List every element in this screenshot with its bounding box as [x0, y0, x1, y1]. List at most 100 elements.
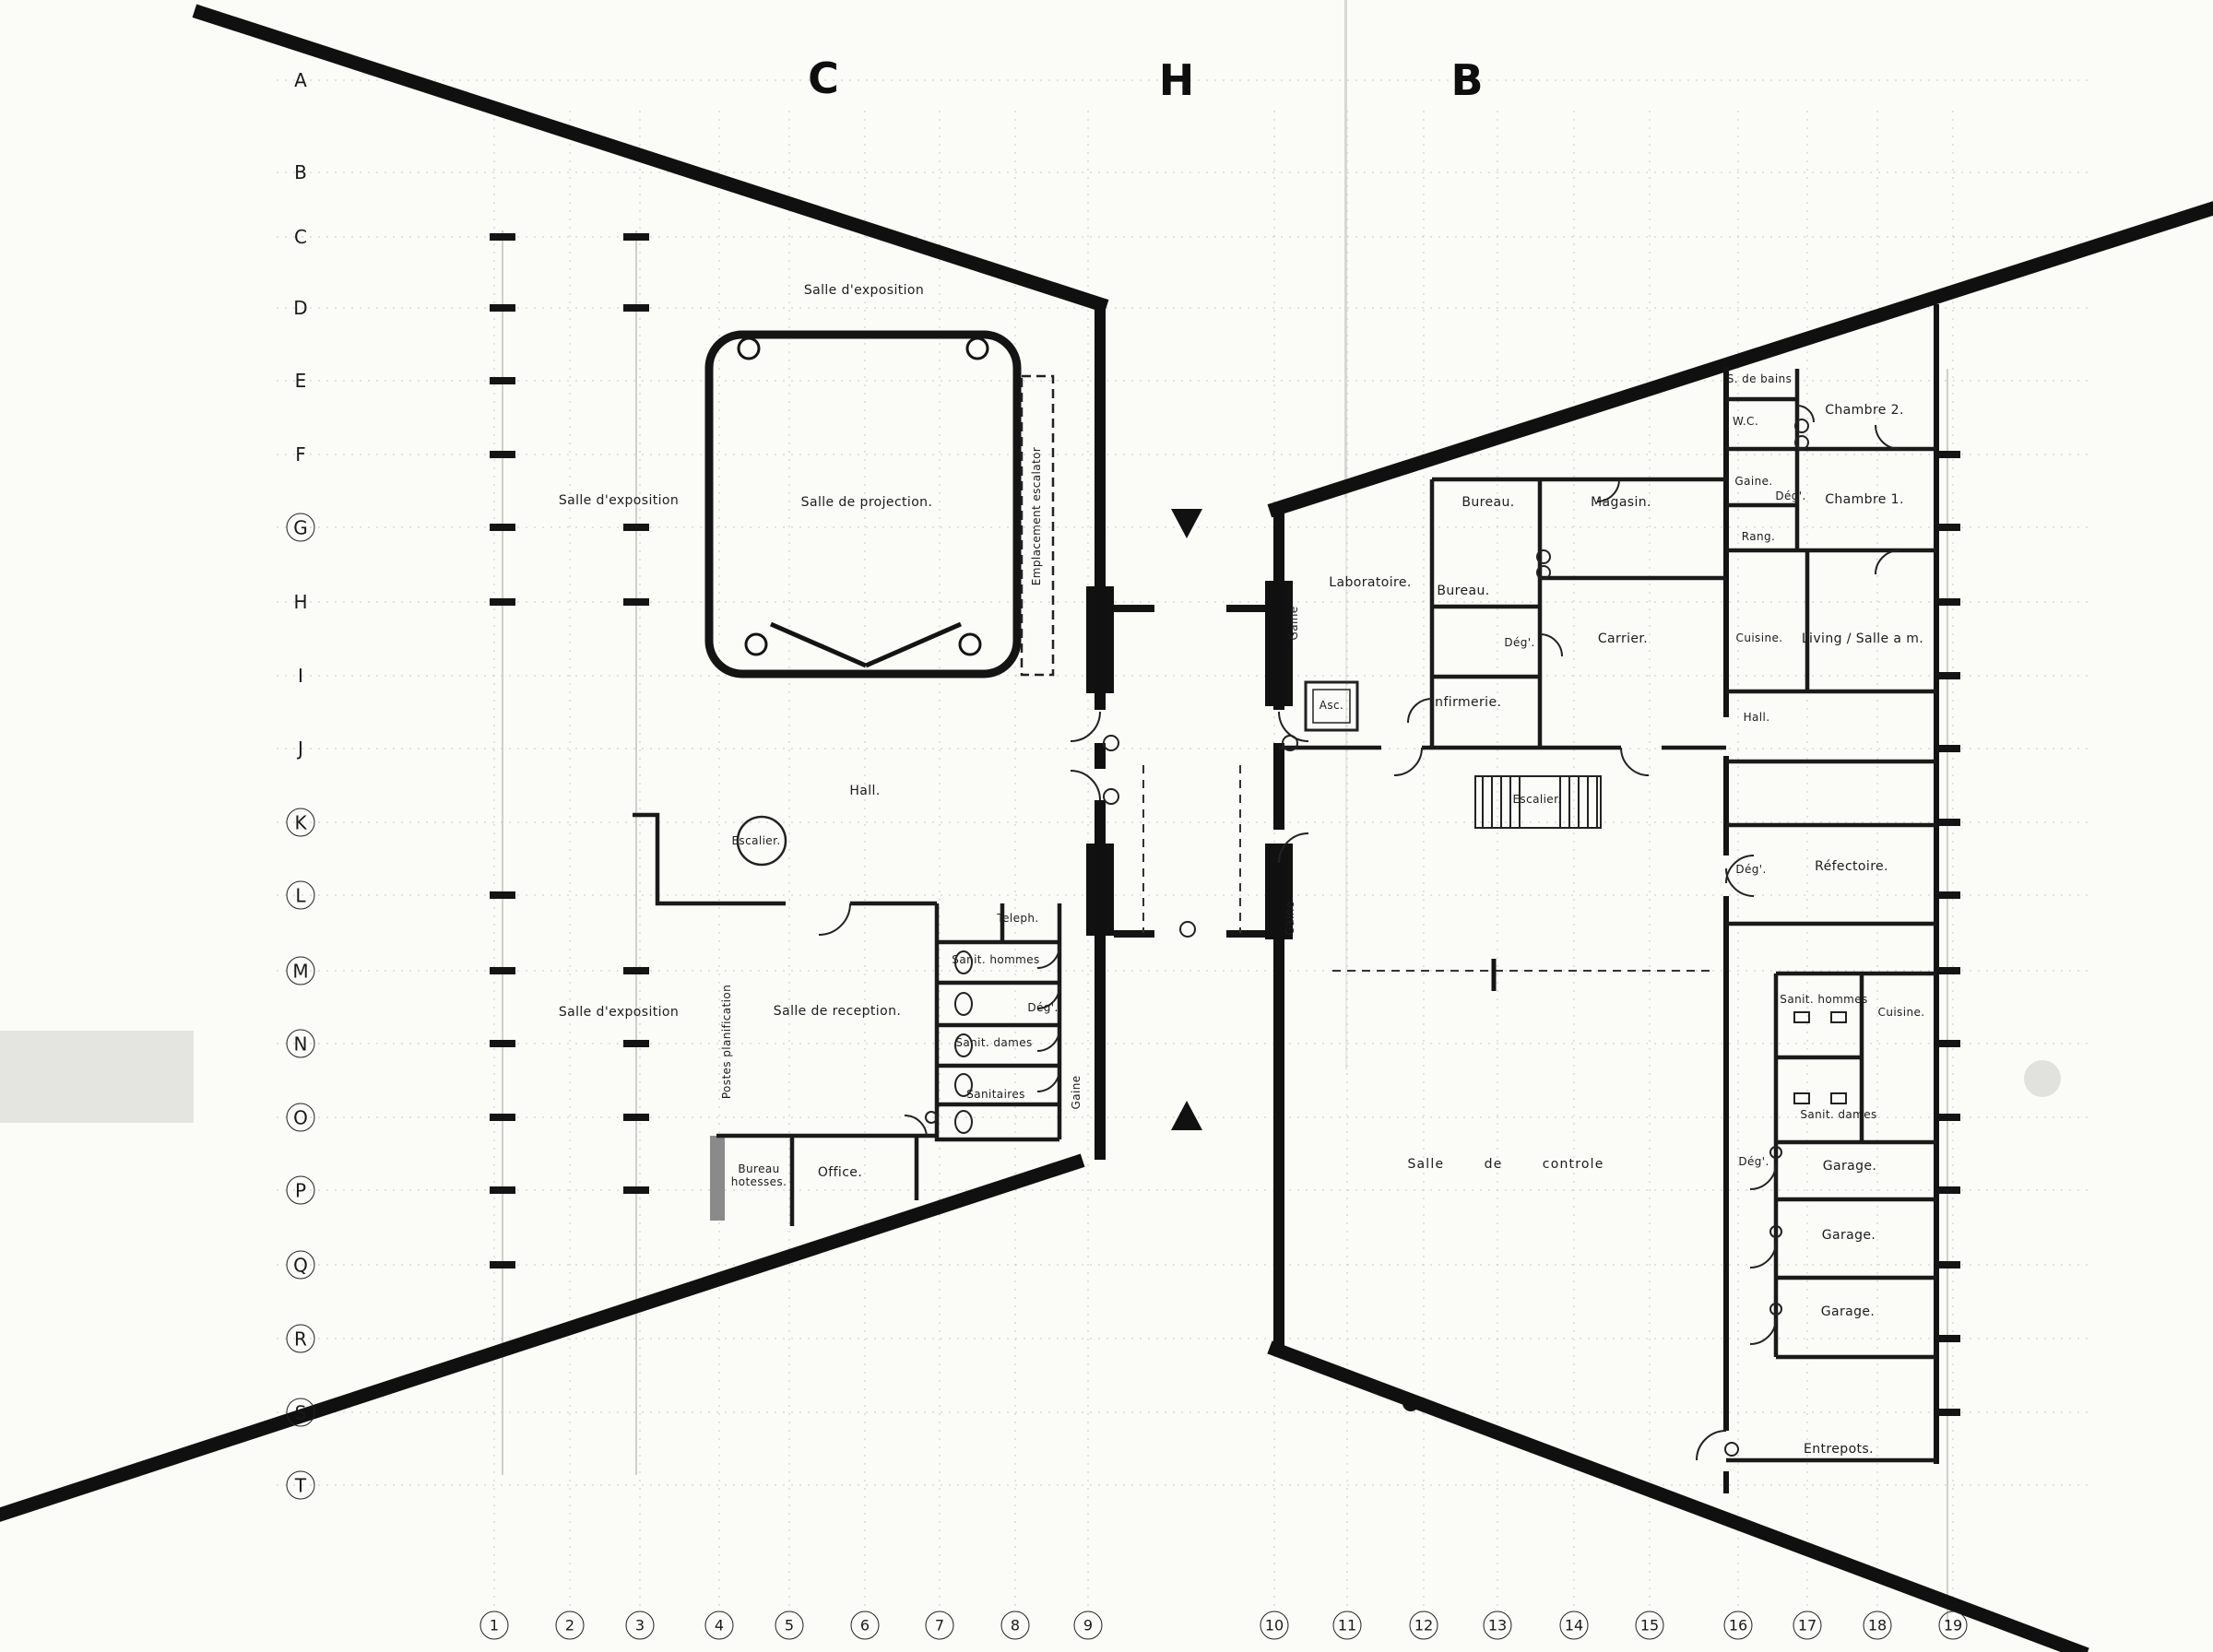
grid-column-number-circle: 10	[1260, 1611, 1289, 1640]
room-label: Emplacement escalator	[1030, 446, 1044, 586]
staircase-symbol	[1474, 775, 1602, 829]
grid-row-letter: E	[294, 370, 307, 392]
room-label: Garage.	[1821, 1227, 1876, 1243]
grid-row-letter: M	[286, 956, 315, 985]
projection-room	[704, 330, 1022, 678]
secondary-heavy-walls	[1723, 304, 1939, 1493]
room-label: Réfectoire.	[1815, 858, 1888, 874]
grid-row-letter-circle: Q	[286, 1250, 315, 1280]
room-label: Carrier.	[1597, 631, 1649, 646]
grid-column-number-circle: 4	[704, 1611, 734, 1640]
grid-row-letter: G	[286, 513, 315, 542]
dashed-lines	[1142, 765, 1712, 972]
grid-column-number: 4	[704, 1611, 734, 1640]
grid-row-letter: D	[293, 297, 308, 319]
grid-row-letter-circle: G	[286, 513, 315, 542]
room-label: Living / Salle a m.	[1801, 631, 1924, 646]
room-label: Magasin.	[1591, 494, 1651, 510]
grid-row-letter: H	[293, 591, 308, 613]
grid-row-letter: F	[295, 443, 306, 466]
room-label: Sanit. dames	[955, 1036, 1033, 1050]
room-label: Salle d'exposition	[803, 282, 925, 298]
grid-column-number: 3	[625, 1611, 655, 1640]
room-label: Bureau.	[1462, 494, 1515, 510]
grid-row-letter: C	[294, 226, 307, 248]
room-label: Entrepots.	[1804, 1441, 1874, 1457]
section-letter: B	[1450, 55, 1487, 105]
grid-column-number-circle: 7	[925, 1611, 954, 1640]
room-label: Dég'.	[1738, 1155, 1769, 1169]
grid-column-number-circle: 9	[1073, 1611, 1103, 1640]
room-label: Gaine	[1287, 606, 1301, 641]
room-label: Cuisine.	[1877, 1006, 1925, 1020]
grid-row-letter-circle: T	[286, 1470, 315, 1500]
room-label: Rang.	[1741, 530, 1776, 544]
reference-grid	[277, 79, 2093, 1622]
wc-fixtures	[954, 950, 1847, 1134]
room-label: Salle de controle	[1407, 1156, 1604, 1172]
room-label: Laboratoire.	[1329, 574, 1412, 590]
direction-arrows	[1171, 509, 1202, 1130]
grid-column-number: 13	[1483, 1611, 1512, 1640]
grid-row-letter-circle: P	[286, 1175, 315, 1205]
room-label: Chambre 1.	[1825, 491, 1904, 507]
grid-column-number-circle: 5	[775, 1611, 804, 1640]
grid-column-number: 12	[1409, 1611, 1438, 1640]
room-label: Salle d'exposition	[558, 1004, 680, 1020]
grid-column-number: 5	[775, 1611, 804, 1640]
room-label: Hall.	[849, 783, 881, 798]
grid-column-number-circle: 19	[1938, 1611, 1968, 1640]
section-letter: C	[808, 53, 843, 103]
room-label: W.C.	[1732, 415, 1759, 429]
grid-row-letter: T	[286, 1470, 315, 1500]
room-label: Sanitaires	[966, 1088, 1025, 1102]
grid-row-letter: L	[286, 880, 315, 910]
room-label: Garage.	[1820, 1304, 1876, 1319]
scan-artifacts	[0, 0, 2061, 1411]
room-label: Gaine.	[1734, 475, 1773, 489]
grid-column-number: 8	[1000, 1611, 1030, 1640]
grid-row-letter: K	[286, 808, 315, 837]
room-label: Chambre 2.	[1825, 402, 1904, 418]
grid-row-letter: I	[298, 665, 303, 687]
grid-column-number-circle: 12	[1409, 1611, 1438, 1640]
grid-column-number: 10	[1260, 1611, 1289, 1640]
room-label: Asc.	[1319, 699, 1344, 713]
spine-walls	[1095, 299, 1284, 1353]
grid-column-number-circle: 16	[1723, 1611, 1753, 1640]
grid-column-number-circle: 14	[1559, 1611, 1589, 1640]
grid-column-number-circle: 8	[1000, 1611, 1030, 1640]
grid-column-number: 18	[1863, 1611, 1892, 1640]
exterior-diagonal-walls	[0, 4, 2213, 1652]
grid-column-number: 11	[1332, 1611, 1362, 1640]
grid-column-number-circle: 2	[555, 1611, 585, 1640]
grid-column-number: 17	[1793, 1611, 1822, 1640]
room-label: Escalier.	[731, 834, 781, 848]
room-label: Teleph.	[997, 912, 1039, 926]
grid-column-number: 1	[479, 1611, 509, 1640]
room-label: Escalier.	[1512, 793, 1562, 807]
escalator-reservation-outline	[1020, 374, 1055, 677]
room-label: Sanit. dames	[1800, 1108, 1877, 1122]
room-label: Sanit. hommes	[952, 953, 1040, 967]
room-label: Salle d'exposition	[558, 492, 680, 508]
grid-column-number-circle: 13	[1483, 1611, 1512, 1640]
grid-column-number: 2	[555, 1611, 585, 1640]
room-label: Hall.	[1743, 711, 1770, 725]
interior-partitions	[633, 369, 1936, 1463]
room-label: Cuisine.	[1735, 631, 1783, 645]
room-label: Dég'.	[1735, 863, 1767, 877]
room-label: Bureau hotesses.	[730, 1162, 787, 1188]
grid-row-letter-circle: L	[286, 880, 315, 910]
corridor-stub-walls	[1114, 605, 1265, 938]
room-label: Postes planification	[720, 984, 734, 1100]
grid-column-number: 6	[850, 1611, 880, 1640]
grid-row-letter-circle: R	[286, 1324, 315, 1353]
grid-row-letter: P	[286, 1175, 315, 1205]
room-label: Infirmerie.	[1430, 694, 1502, 710]
room-label: Gaine	[1070, 1075, 1083, 1110]
grid-column-number: 19	[1938, 1611, 1968, 1640]
